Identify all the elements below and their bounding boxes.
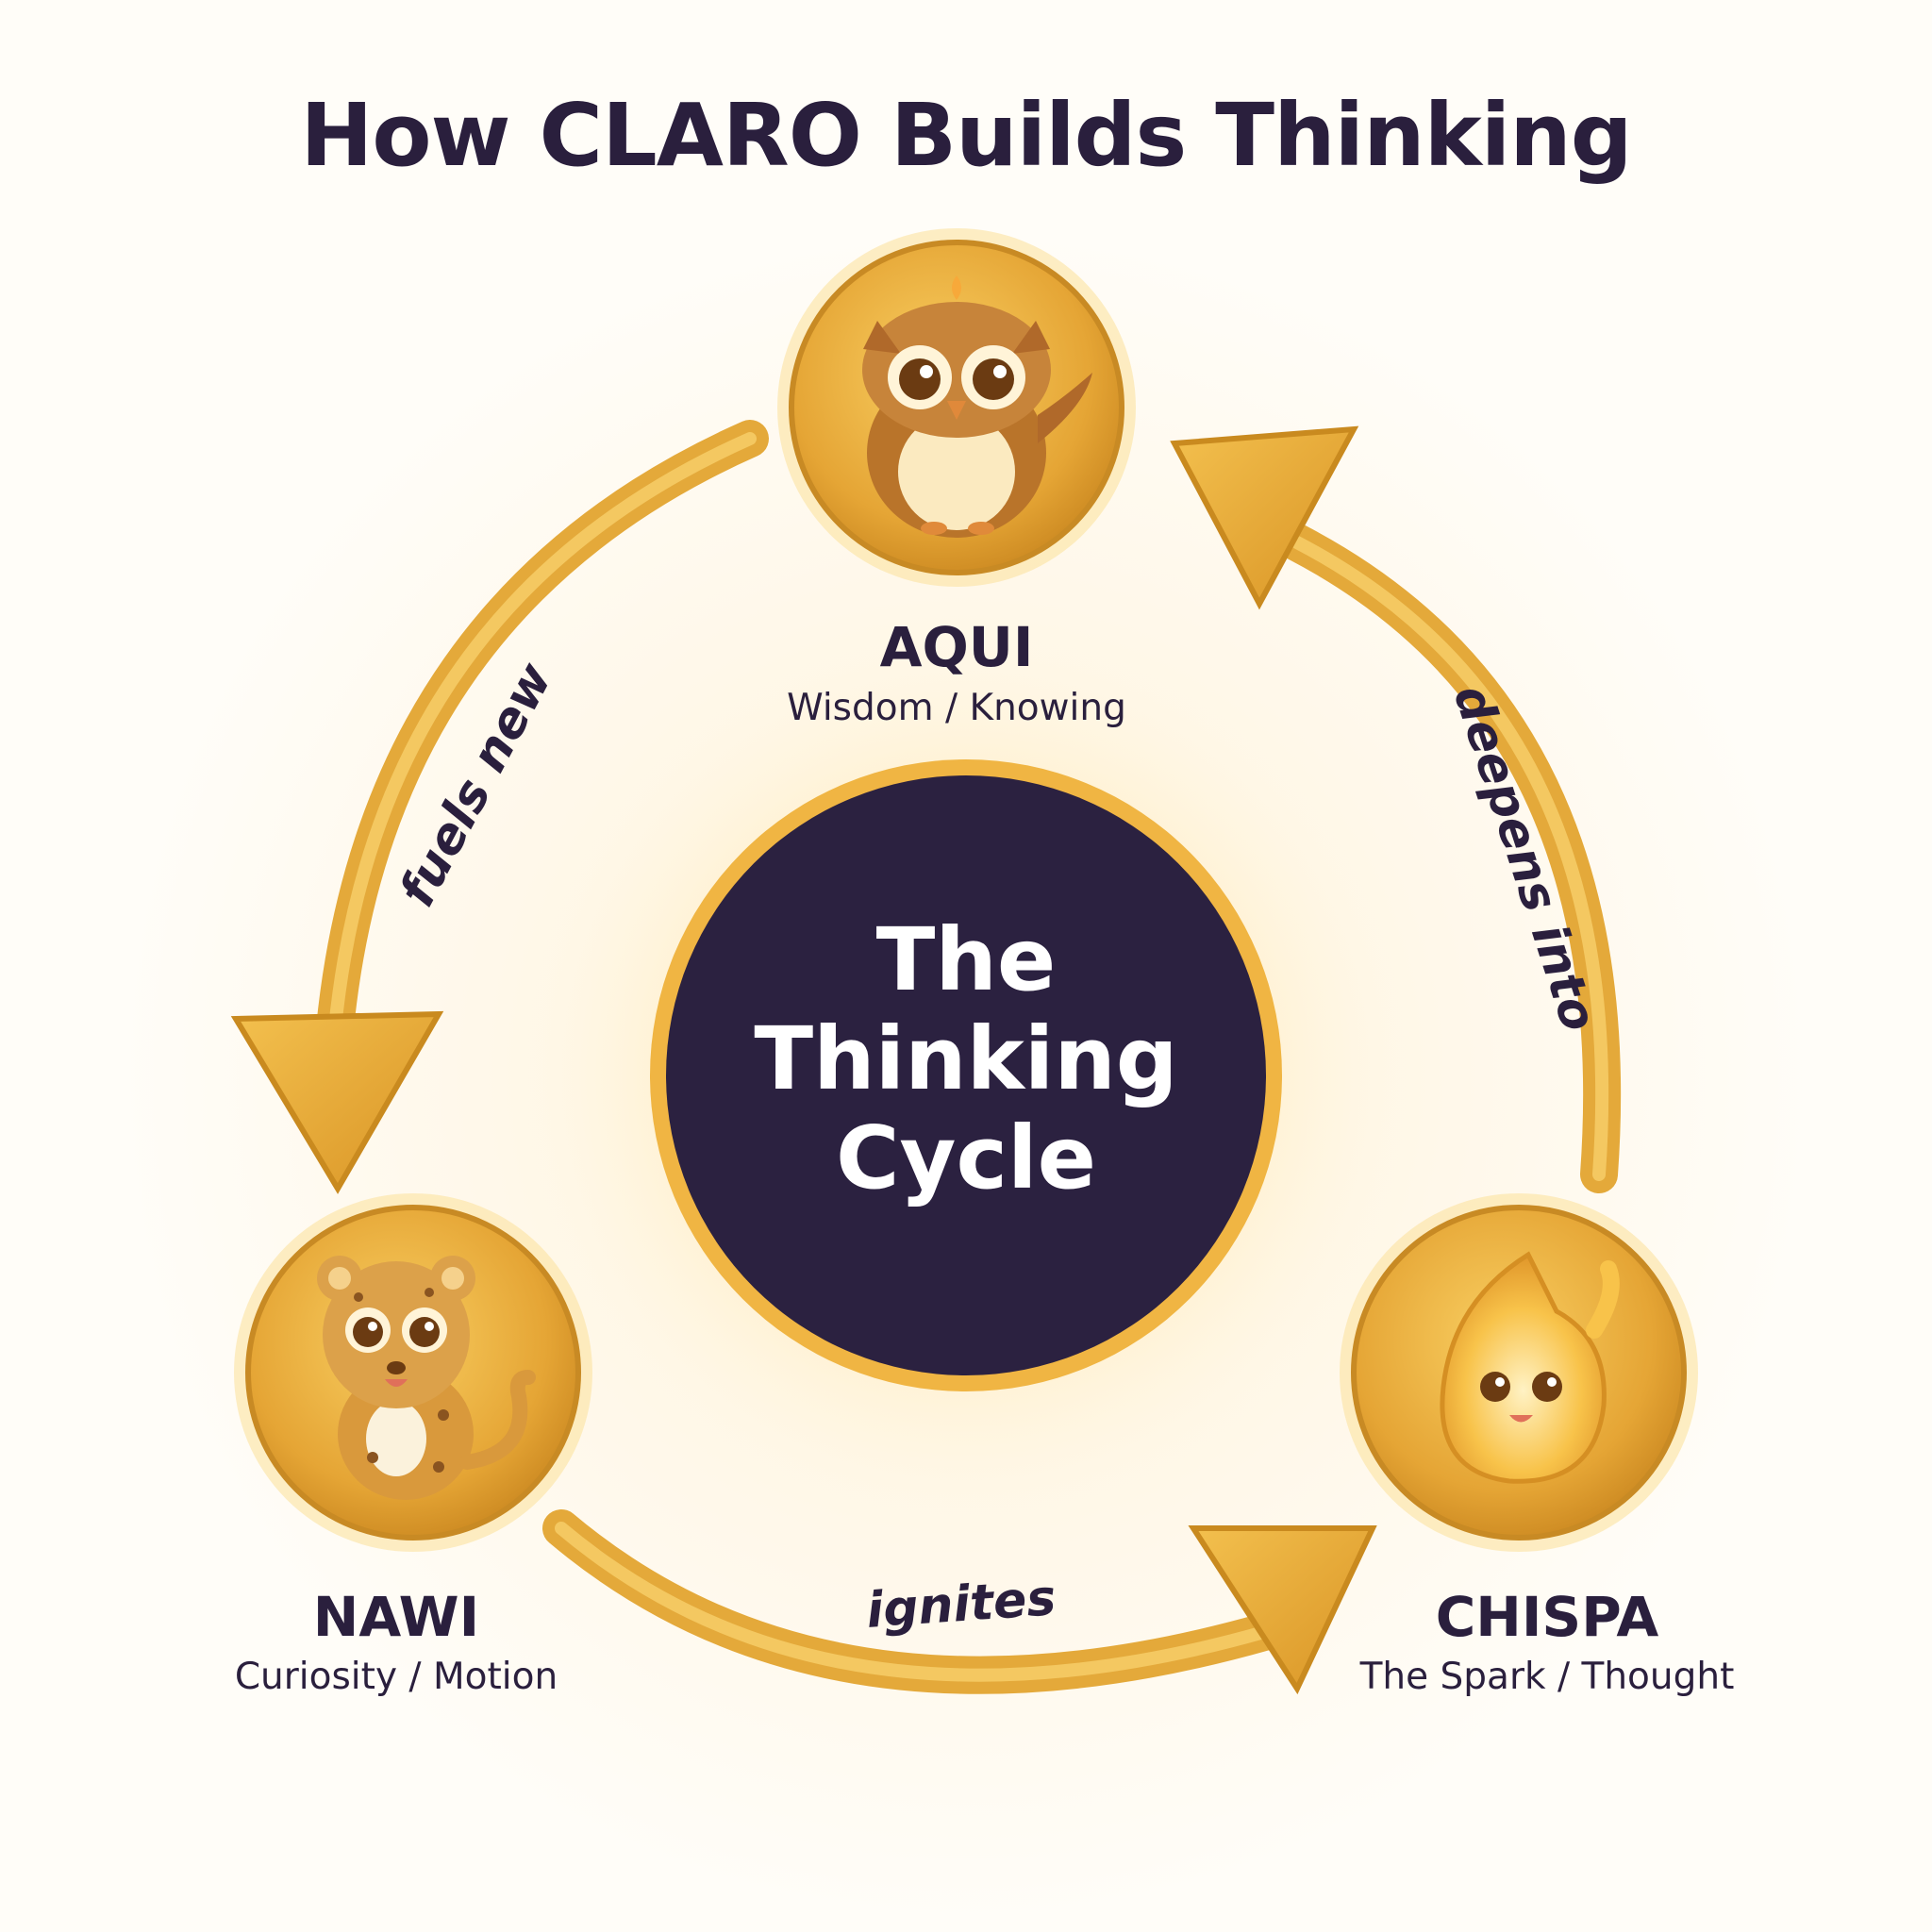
node-chispa bbox=[1340, 1193, 1698, 1552]
page-title: How CLARO Builds Thinking bbox=[300, 85, 1632, 186]
center-line-3: Cycle bbox=[836, 1108, 1096, 1208]
arrow-nawi-to-chispa bbox=[542, 1509, 1377, 1695]
center-line-1: The bbox=[875, 909, 1057, 1010]
node-aqui-role: Wisdom / Knowing bbox=[787, 687, 1126, 729]
node-aqui bbox=[777, 228, 1136, 587]
node-nawi bbox=[234, 1193, 592, 1552]
jaguar-icon bbox=[317, 1256, 536, 1500]
node-chispa-role: The Spark / Thought bbox=[1359, 1656, 1735, 1698]
node-chispa-name: CHISPA bbox=[1435, 1585, 1659, 1649]
arrow-chispa-to-aqui bbox=[1170, 425, 1622, 1193]
edge-label-ignites: ignites bbox=[864, 1570, 1058, 1640]
center-line-2: Thinking bbox=[754, 1008, 1178, 1109]
owl-icon bbox=[862, 275, 1092, 538]
node-nawi-role: Curiosity / Motion bbox=[234, 1656, 558, 1698]
center-circle bbox=[666, 775, 1266, 1375]
node-nawi-name: NAWI bbox=[312, 1585, 480, 1649]
spark-icon bbox=[1440, 1251, 1620, 1484]
node-aqui-name: AQUI bbox=[879, 615, 1034, 679]
arrow-aqui-to-nawi bbox=[230, 420, 769, 1194]
center-title: The Thinking Cycle bbox=[683, 910, 1249, 1208]
